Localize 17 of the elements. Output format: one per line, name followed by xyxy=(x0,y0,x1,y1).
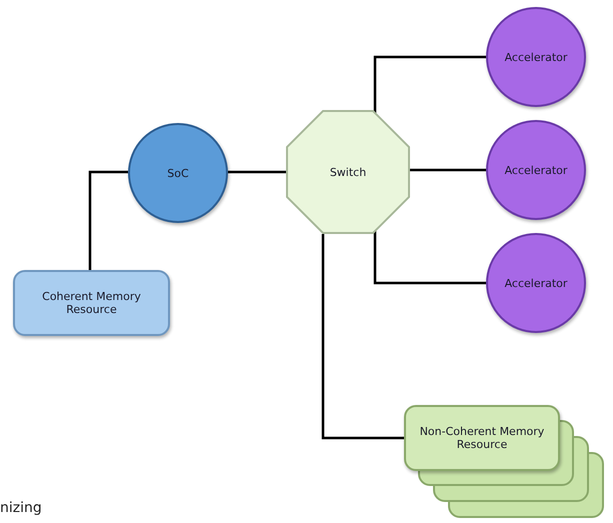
octagon-node xyxy=(286,110,410,234)
connector-line xyxy=(374,56,486,115)
node-label: Accelerator xyxy=(504,50,568,64)
partial-text: nizing xyxy=(0,500,42,516)
rounded-box xyxy=(13,270,170,336)
node-label: Non-Coherent Memory Resource xyxy=(418,425,546,451)
connector-line xyxy=(88,170,128,270)
node-label: Accelerator xyxy=(504,164,568,176)
node-label: Switch xyxy=(330,166,366,178)
connector-line xyxy=(322,234,404,440)
node-label: Accelerator xyxy=(504,276,568,290)
node-label: SoC xyxy=(167,166,189,180)
connector-line xyxy=(410,168,486,172)
connector-line xyxy=(374,229,486,284)
connector-line xyxy=(228,170,286,174)
rounded-box xyxy=(404,405,560,471)
node-label: Coherent Memory Resource xyxy=(41,290,142,316)
